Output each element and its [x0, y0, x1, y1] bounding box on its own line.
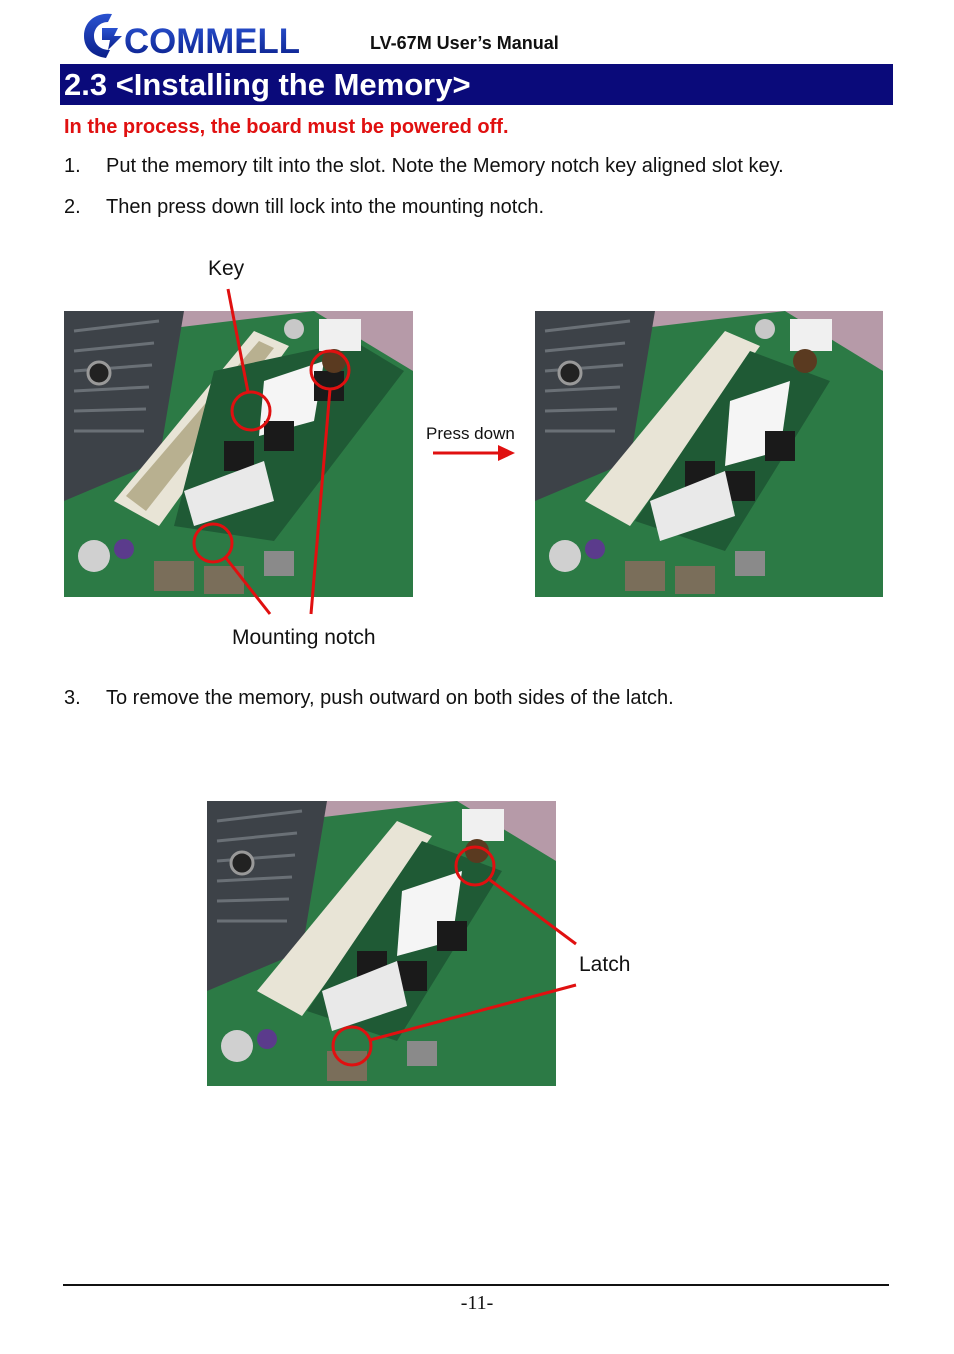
- footer-rule: [63, 1284, 889, 1286]
- step-2: 2. Then press down till lock into the mo…: [64, 196, 904, 222]
- step-3: 3. To remove the memory, push outward on…: [64, 687, 904, 713]
- key-label: Key: [208, 257, 245, 280]
- memory-tilted-photo: [64, 311, 413, 597]
- press-down-arrow-icon: [498, 445, 515, 461]
- memory-latch-photo: [207, 801, 556, 1086]
- step-number: 3.: [64, 687, 81, 709]
- step-text: Put the memory tilt into the slot. Note …: [106, 155, 784, 177]
- page-number: -11-: [460, 1292, 494, 1314]
- section-header-bar: 2.3 <Installing the Memory>: [60, 64, 893, 105]
- commell-logo: COMMELL: [84, 13, 300, 61]
- power-warning: In the process, the board must be powere…: [64, 116, 509, 138]
- manual-title: LV-67M User’s Manual: [370, 33, 559, 53]
- step-1: 1. Put the memory tilt into the slot. No…: [64, 155, 904, 181]
- section-title: 2.3 <Installing the Memory>: [64, 67, 471, 102]
- memory-locked-photo: [535, 311, 883, 597]
- mounting-notch-label: Mounting notch: [232, 626, 376, 649]
- latch-label: Latch: [579, 953, 631, 976]
- step-text: Then press down till lock into the mount…: [106, 196, 545, 218]
- logo-text: COMMELL: [124, 22, 300, 61]
- step-number: 2.: [64, 196, 81, 218]
- step-text: To remove the memory, push outward on bo…: [106, 687, 674, 709]
- step-number: 1.: [64, 155, 81, 177]
- press-down-label: Press down: [426, 424, 515, 443]
